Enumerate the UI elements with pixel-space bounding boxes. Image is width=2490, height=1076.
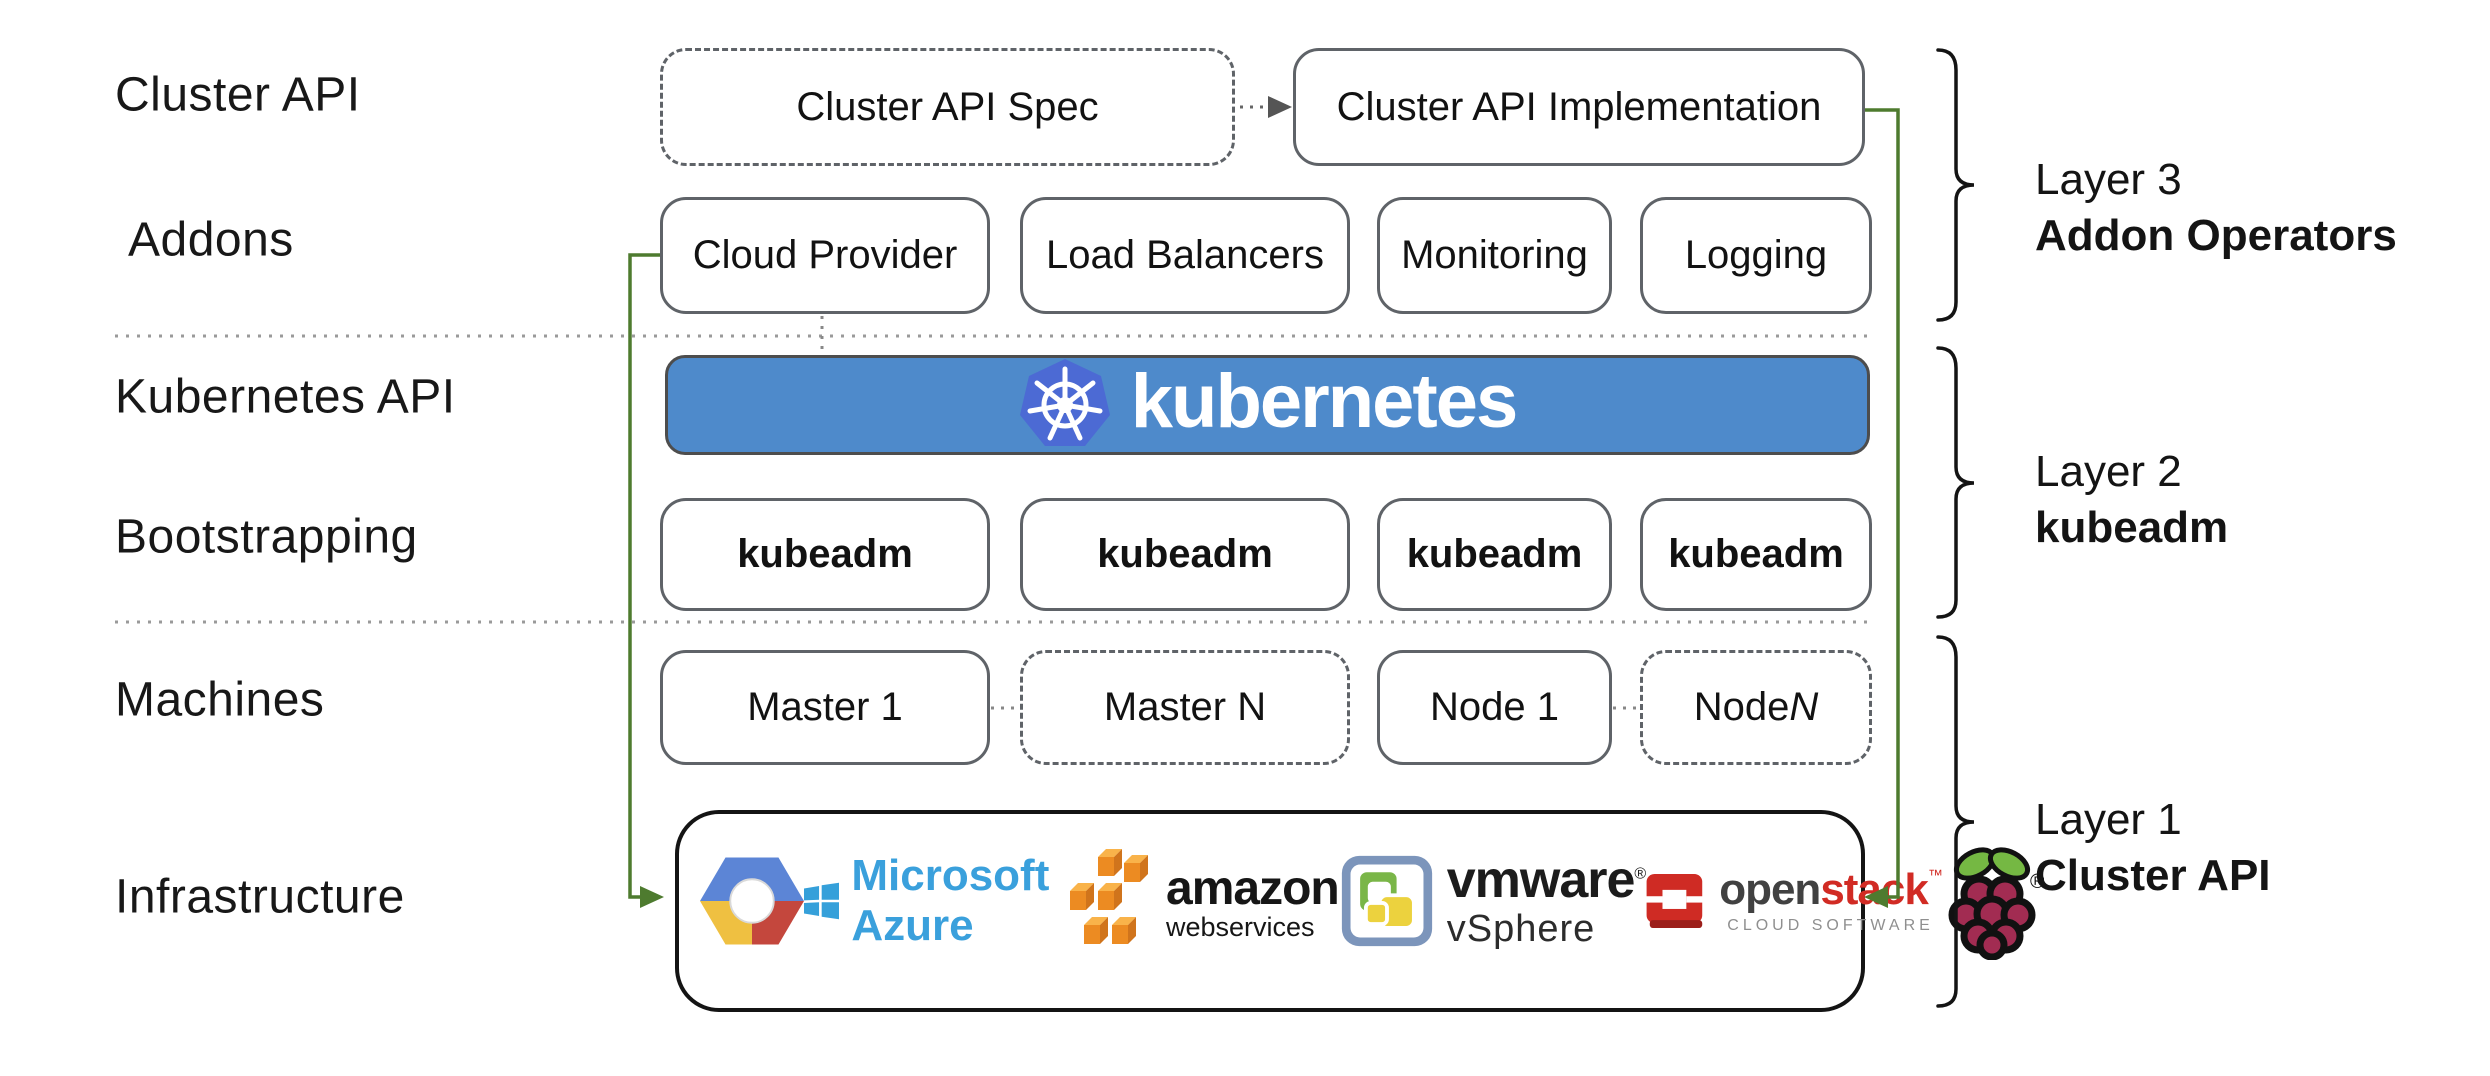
vmware-icon: [1341, 855, 1432, 947]
layer3-line1: Layer 3: [2035, 155, 2182, 204]
green-connector-left: [628, 253, 660, 899]
layer3-line2: Addon Operators: [2035, 211, 2397, 260]
node-n-italic: N: [1789, 685, 1819, 729]
layer2-line2: kubeadm: [2035, 503, 2229, 552]
kubeadm-box-2: kubeadm: [1020, 498, 1350, 611]
openstack-open-text: open: [1719, 865, 1821, 914]
google-cloud-logo: [700, 855, 804, 947]
amazon-wordmark: amazon: [1166, 862, 1340, 915]
cluster-api-spec-box: Cluster API Spec: [660, 48, 1235, 166]
vmware-registered-mark: ®: [1634, 865, 1646, 883]
addon-box-logging: Logging: [1640, 197, 1872, 314]
layer3-brace: [1936, 48, 1975, 322]
rpi-registered-mark: ®: [2030, 871, 2044, 893]
kubeadm-box-3: kubeadm: [1377, 498, 1612, 611]
row-label-machines: Machines: [115, 673, 325, 727]
kubeadm-box-1: kubeadm: [660, 498, 990, 611]
vmware-wordmark: vmware: [1446, 851, 1636, 909]
vsphere-text: vSphere: [1446, 908, 1596, 950]
aws-logo: amazon webservices: [1068, 849, 1340, 953]
layer1-label: Layer 1 Cluster API: [2035, 792, 2271, 904]
kubernetes-banner: kubernetes: [665, 355, 1870, 455]
vmware-vsphere-logo: vmware® vSphere: [1339, 851, 1646, 950]
layer1-line1: Layer 1: [2035, 795, 2182, 844]
addon-box-monitoring: Monitoring: [1377, 197, 1612, 314]
machine-box-node-n: Node N: [1640, 650, 1872, 765]
raspberry-pi-icon: ®: [1948, 847, 2044, 960]
aws-cubes-icon: [1070, 849, 1148, 944]
kubernetes-banner-text: kubernetes: [1130, 358, 1518, 444]
openstack-stack-text: stack: [1820, 865, 1929, 914]
cluster-api-implementation-box: Cluster API Implementation: [1293, 48, 1865, 166]
layer1-line2: Cluster API: [2035, 851, 2271, 900]
row-label-infrastructure: Infrastructure: [115, 870, 405, 924]
spec-to-implementation-arrowhead: [1268, 96, 1292, 118]
layer2-line1: Layer 2: [2035, 447, 2182, 496]
microsoft-azure-logo: Microsoft Azure: [804, 851, 1068, 951]
azure-wordmark: Microsoft Azure: [851, 851, 1050, 950]
openstack-tm-mark: ™: [1927, 867, 1943, 884]
openstack-cloud-software-text: CLOUD SOFTWARE: [1719, 918, 1942, 934]
raspberry-pi-logo: ®: [1942, 842, 2044, 960]
machine-box-node-1: Node 1: [1377, 650, 1612, 765]
kubernetes-logo-icon: [1019, 359, 1110, 446]
machine-box-master-n: Master N: [1020, 650, 1350, 765]
row-label-bootstrapping: Bootstrapping: [115, 510, 418, 564]
layer3-label: Layer 3 Addon Operators: [2035, 152, 2397, 264]
kubeadm-box-4: kubeadm: [1640, 498, 1872, 611]
row-label-kubernetes-api: Kubernetes API: [115, 370, 456, 424]
azure-window-icon: [804, 882, 840, 920]
openstack-logo: openstack™ CLOUD SOFTWARE: [1645, 865, 1943, 934]
machine-box-master-1: Master 1: [660, 650, 990, 765]
addon-box-load-balancers: Load Balancers: [1020, 197, 1350, 314]
amazon-webservices-text: webservices: [1166, 912, 1315, 942]
green-arrowhead-left: [640, 886, 664, 908]
node-n-prefix: Node: [1693, 685, 1790, 729]
infrastructure-logos: Microsoft Azure amazon webservices: [700, 836, 2044, 966]
layer2-label: Layer 2 kubeadm: [2035, 444, 2228, 556]
google-cloud-hexagon-icon: [700, 857, 804, 945]
openstack-cube-icon: [1645, 873, 1708, 929]
addon-box-cloud-provider: Cloud Provider: [660, 197, 990, 314]
row-label-cluster-api: Cluster API: [115, 68, 361, 122]
layer2-brace: [1936, 346, 1975, 619]
row-label-addons: Addons: [128, 213, 294, 267]
